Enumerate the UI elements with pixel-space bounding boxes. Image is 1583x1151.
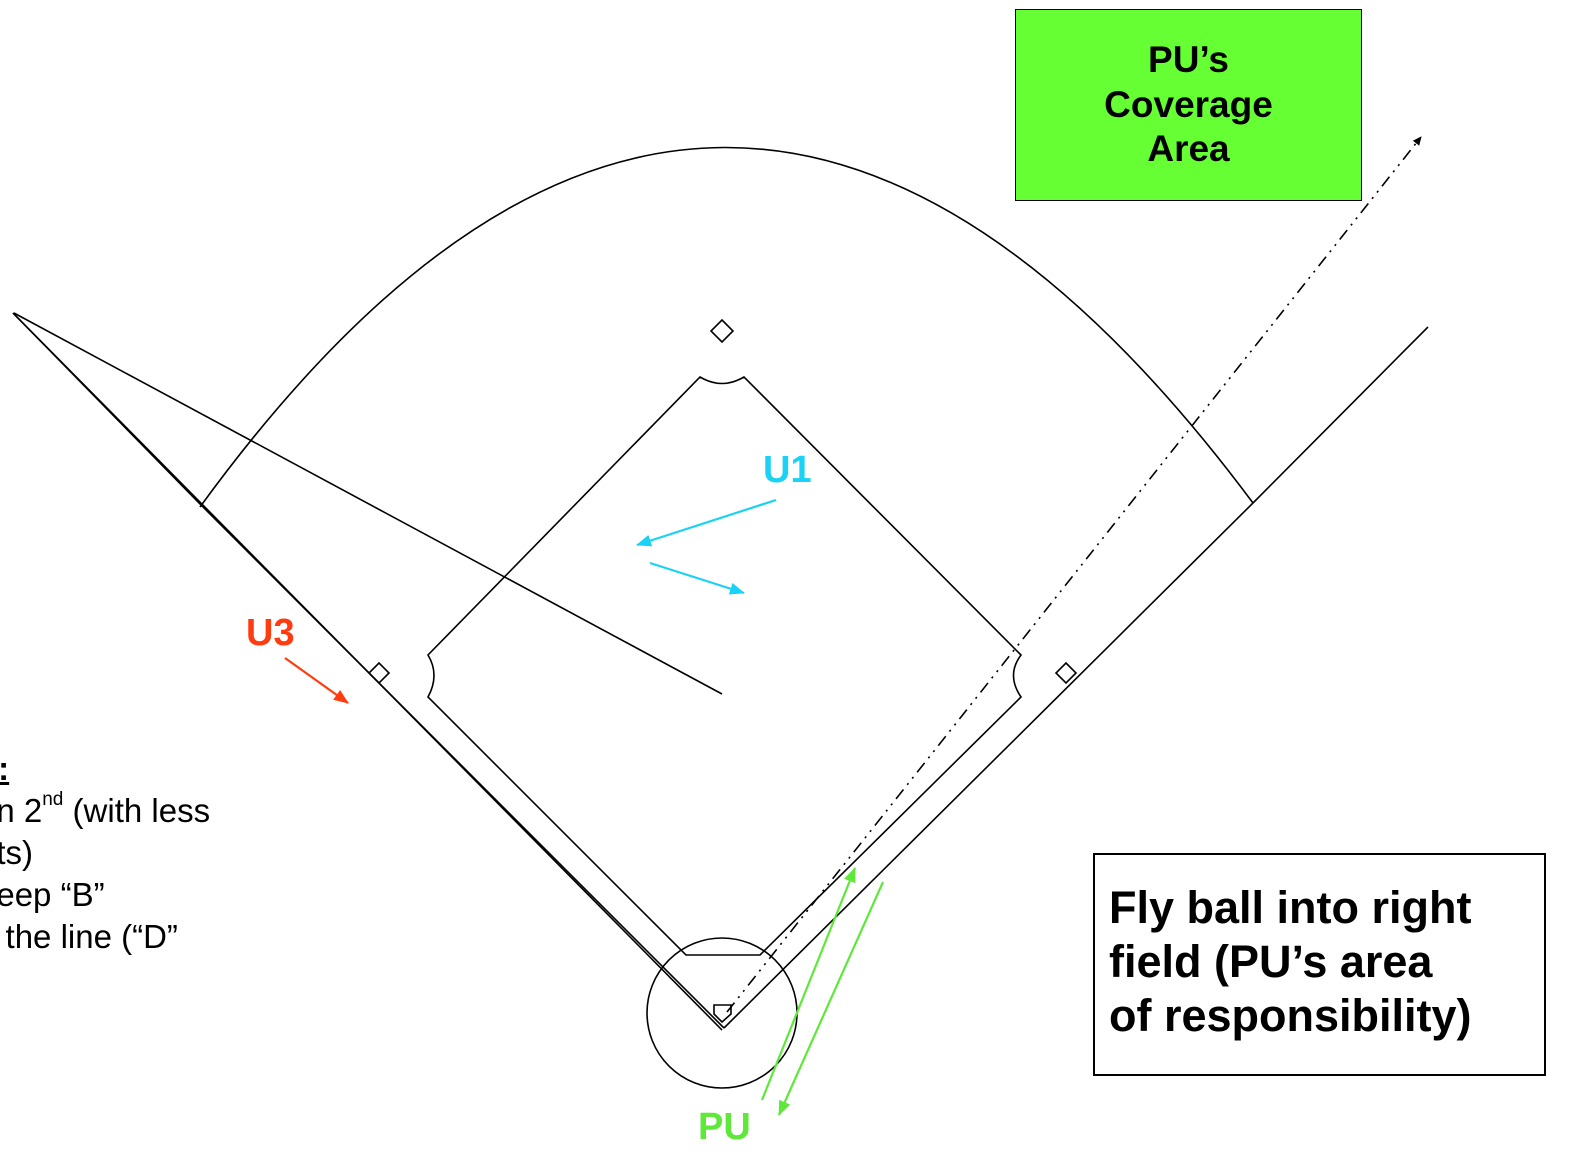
situation-line-2: uts) <box>0 833 34 871</box>
left-foul-line-full <box>12 312 725 1029</box>
infield-diamond <box>426 375 1023 956</box>
situation-line-3: deep “B” <box>0 875 105 913</box>
pu-coverage-area-box: PU’s Coverage Area <box>1015 9 1362 201</box>
left-foul-line <box>13 312 723 695</box>
situation-heading: n: <box>0 748 378 790</box>
pu-arrow-out <box>760 867 857 1101</box>
u1-label: U1 <box>763 449 812 491</box>
third-base <box>367 661 391 685</box>
pu-label: PU <box>698 1106 751 1148</box>
situation-text: n: on 2nd (with less uts) deep “B” n the… <box>0 748 378 958</box>
second-base <box>709 318 735 344</box>
u1-arrow-second <box>649 561 745 595</box>
play-caption-box: Fly ball into right field (PU’s area of … <box>1093 853 1546 1076</box>
pu-arrow-back <box>777 881 885 1116</box>
home-plate <box>713 1004 732 1024</box>
u3-label: U3 <box>246 612 295 654</box>
u3-arrow <box>284 657 349 704</box>
home-plate-circle <box>646 937 798 1089</box>
situation-line-1: on 2nd (with less <box>0 788 378 832</box>
coverage-line-1: PU’s <box>1148 39 1229 81</box>
situation-line-1-rest: (with less <box>63 791 211 829</box>
first-base <box>1054 661 1078 685</box>
caption-line-3: of responsibility) <box>1109 990 1472 1041</box>
caption-line-1: Fly ball into right <box>1109 882 1472 933</box>
coverage-line-2: Coverage <box>1104 83 1273 125</box>
coverage-line-3: Area <box>1147 128 1230 170</box>
outfield-fence-arc <box>199 146 1254 508</box>
situation-line-1-text: on 2 <box>0 791 43 829</box>
situation-line-4: n the line (“D” <box>0 917 178 955</box>
u1-arrow-first <box>636 498 777 547</box>
caption-line-2: field (PU’s area <box>1109 936 1433 987</box>
ordinal-suffix: nd <box>42 788 64 810</box>
